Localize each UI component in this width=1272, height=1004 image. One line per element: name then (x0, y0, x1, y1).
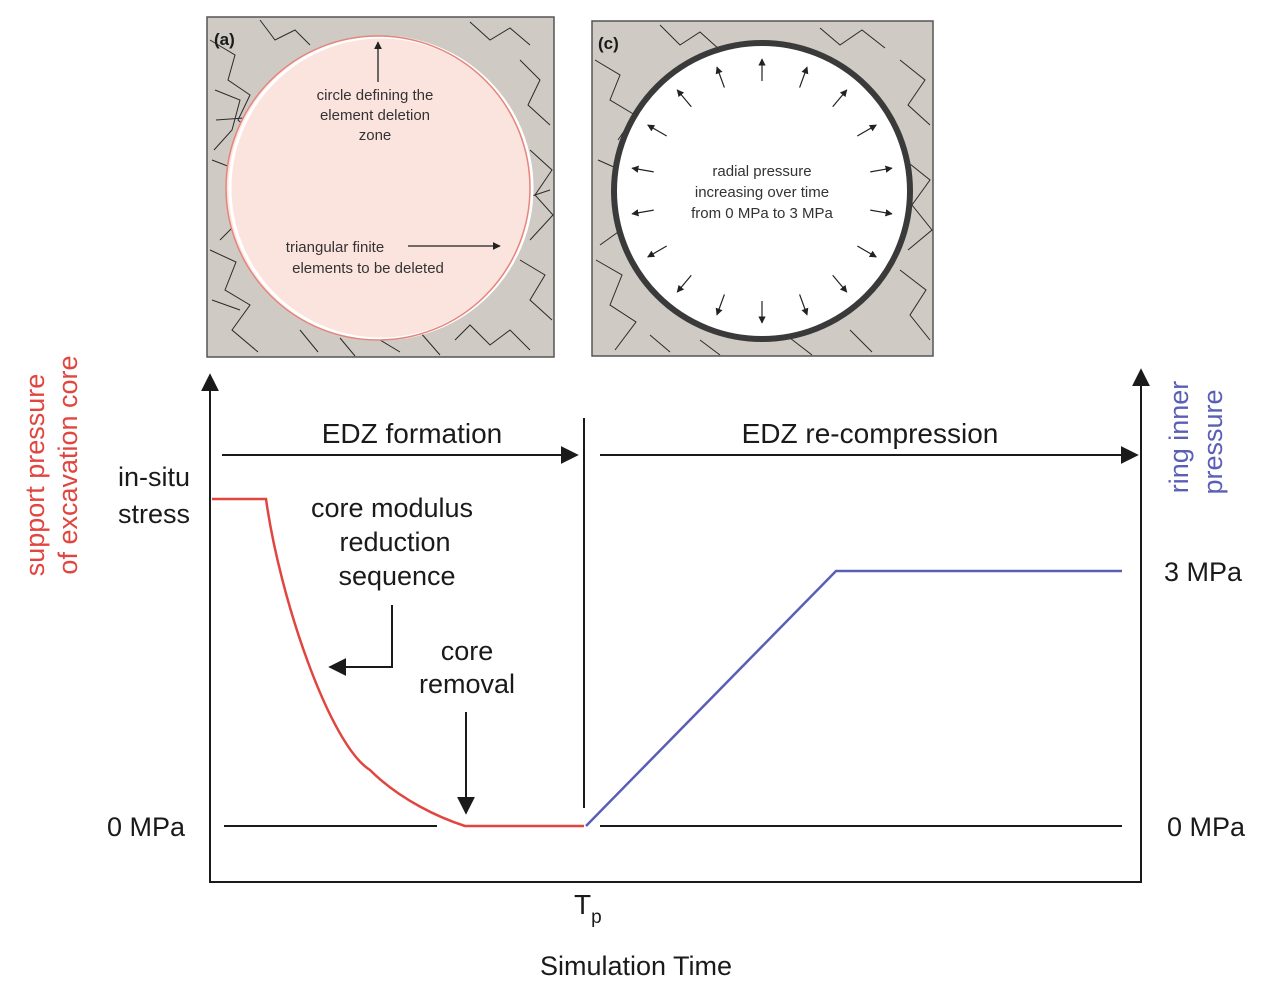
core-removal-label-line-2: removal (419, 669, 515, 699)
radial-pressure-arrow (870, 165, 893, 173)
deletion-zone-fill (226, 36, 530, 340)
radial-pressure-arrow (631, 209, 654, 217)
radial-pressure-arrow (676, 89, 692, 108)
circle-note-line-3: zone (359, 127, 392, 144)
radial-pressure-arrow (647, 124, 668, 137)
core-modulus-arrow (328, 605, 393, 676)
right-axis-title-line-1: ring inner (1164, 381, 1194, 494)
radial-pressure-arrow (676, 274, 692, 293)
left-axis-title-line-1: support pressure (20, 374, 50, 577)
edz-formation-label: EDZ formation (322, 418, 503, 449)
pressure-note-line-2: increasing over time (695, 184, 829, 201)
core-modulus-label-line-1: core modulus (311, 493, 473, 523)
in-situ-label-line-1: in-situ (118, 462, 190, 492)
pressure-note-line-3: from 0 MPa to 3 MPa (691, 205, 833, 222)
elements-note-line-1: triangular finite (286, 239, 384, 256)
core-support-pressure-curve (212, 497, 584, 828)
core-modulus-label-line-2: reduction (339, 527, 450, 557)
x-axis-title: Simulation Time (540, 951, 732, 981)
radial-pressure-arrow (870, 209, 893, 217)
radial-pressure-arrow (856, 124, 877, 137)
radial-pressure-arrows (631, 58, 893, 324)
tp-label: Tp (574, 889, 602, 928)
panel-c: (c) radial pressure increasing over time… (591, 20, 934, 357)
radial-pressure-arrow (832, 274, 848, 293)
panel-c-tag: (c) (598, 34, 619, 53)
pressure-note-line-1: radial pressure (712, 163, 811, 180)
core-modulus-label-line-3: sequence (338, 561, 455, 591)
radial-pressure-arrow (799, 294, 809, 316)
in-situ-label-line-2: stress (118, 499, 190, 529)
radial-pressure-arrow (647, 245, 668, 258)
deletion-zone-boundary (228, 35, 534, 341)
radial-pressure-arrow (856, 245, 877, 258)
circle-note-line-1: circle defining the (317, 87, 434, 104)
ring-fill (614, 43, 910, 339)
circle-note-line-2: element deletion (320, 107, 430, 124)
deletion-zone-circle (225, 35, 531, 341)
panel-a-tag: (a) (214, 30, 235, 49)
radial-pressure-arrow (799, 66, 809, 88)
zero-mpa-right: 0 MPa (1167, 812, 1246, 842)
elements-note-line-2: elements to be deleted (292, 260, 444, 277)
support-ring (611, 40, 913, 342)
edz-recompression-label: EDZ re-compression (742, 418, 999, 449)
right-axis-title-line-2: pressure (1198, 389, 1228, 494)
radial-pressure-arrow (832, 89, 848, 108)
core-removal-label-line-1: core (441, 636, 494, 666)
panel-a: (a) circle defining the element deletion… (206, 16, 555, 358)
radial-pressure-arrow (631, 165, 654, 173)
zero-mpa-left: 0 MPa (107, 812, 186, 842)
three-mpa-label: 3 MPa (1164, 557, 1243, 587)
ring-inner-pressure-curve (585, 569, 1122, 827)
radial-pressure-arrow (715, 66, 725, 88)
radial-pressure-arrow (715, 294, 725, 316)
left-axis-title-line-2: of excavation core (53, 355, 83, 574)
